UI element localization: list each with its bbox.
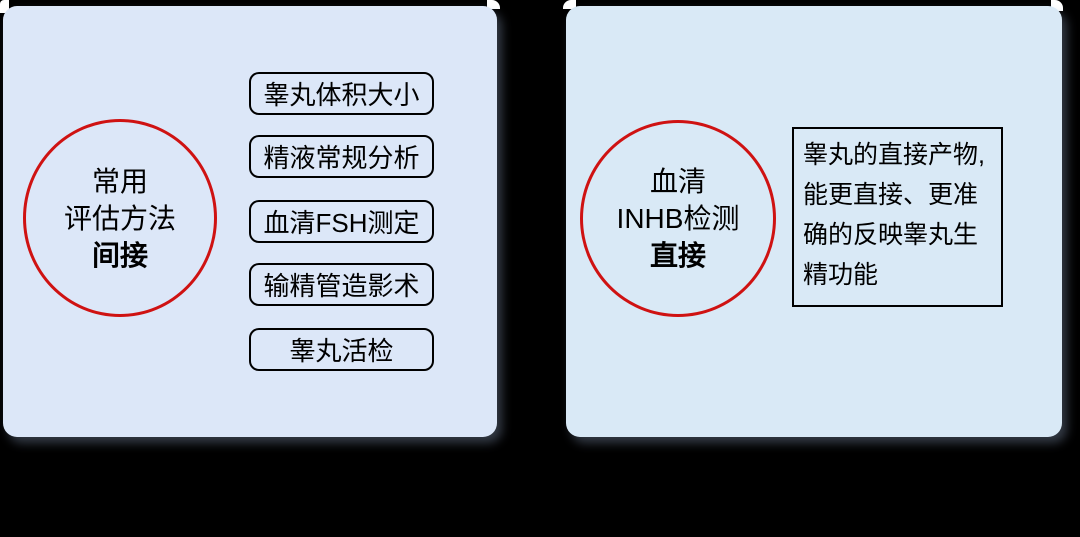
corner-artifact-right-panel-top-right xyxy=(1051,0,1063,11)
corner-artifact-right-panel-top-left xyxy=(563,0,576,9)
corner-artifact-left-panel-top-right xyxy=(487,0,500,9)
circle-line-3: 直接 xyxy=(649,240,706,271)
circle-line-1: 血清 xyxy=(649,166,706,197)
indirect-methods-circle: 常用 评估方法 间接 xyxy=(23,119,217,317)
method-box-serum-fsh: 血清FSH测定 xyxy=(249,200,434,243)
method-box-testis-biopsy: 睾丸活检 xyxy=(249,328,434,371)
method-box-semen-analysis: 精液常规分析 xyxy=(249,135,434,178)
right-panel: 血清 INHB检测 直接 睾丸的直接产物, 能更直接、更准 确的反映睾丸生 精功… xyxy=(566,6,1062,437)
circle-line-3: 间接 xyxy=(91,239,148,271)
inhb-test-circle: 血清 INHB检测 直接 xyxy=(580,120,776,317)
corner-artifact-top-left xyxy=(0,0,9,13)
inhb-note-box: 睾丸的直接产物, 能更直接、更准 确的反映睾丸生 精功能 xyxy=(792,127,1003,307)
left-panel: 常用 评估方法 间接 睾丸体积大小 精液常规分析 血清FSH测定 输精管造影术 … xyxy=(3,6,497,437)
method-box-testis-volume: 睾丸体积大小 xyxy=(249,72,434,115)
circle-line-2: 评估方法 xyxy=(63,202,176,234)
circle-line-1: 常用 xyxy=(91,165,148,197)
method-box-vasography: 输精管造影术 xyxy=(249,263,434,306)
circle-line-2: INHB检测 xyxy=(616,203,740,234)
